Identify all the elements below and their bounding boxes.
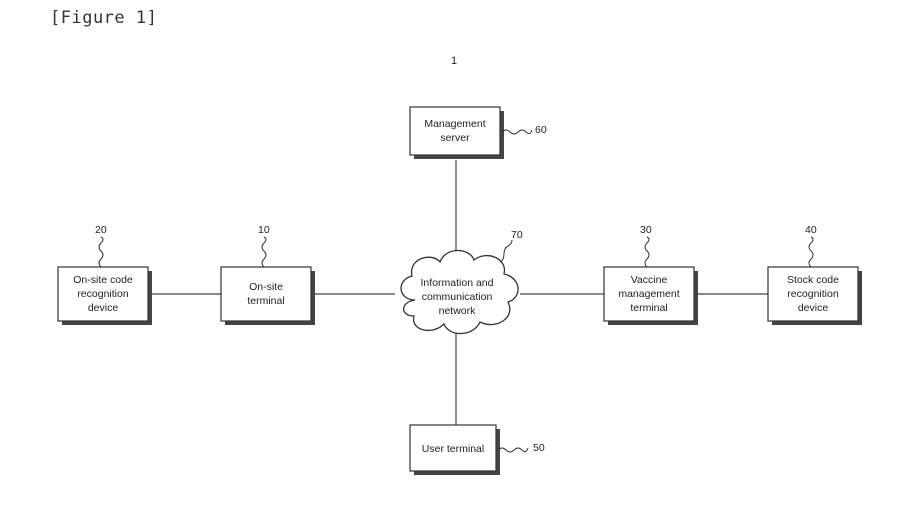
node-stock-code-recognition-device: Stock code recognition device	[768, 267, 862, 325]
ref-20: 20	[95, 224, 107, 236]
node-ost-line-2: terminal	[247, 295, 284, 307]
node-on-site-code-recognition-device: On-site code recognition device	[58, 267, 152, 325]
node-network-line-3: network	[439, 305, 477, 317]
node-ocrd-line-3: device	[88, 302, 119, 314]
node-on-site-terminal: On-site terminal	[221, 267, 315, 325]
node-ocrd-line-2: recognition	[77, 288, 129, 300]
ref-70: 70	[511, 229, 523, 241]
leader-40	[809, 237, 813, 267]
node-vmt-line-3: terminal	[630, 302, 667, 314]
node-ocrd-line-1: On-site code	[73, 274, 133, 286]
node-network-line-2: communication	[422, 291, 493, 303]
node-scrd-line-3: device	[798, 302, 829, 314]
node-scrd-line-2: recognition	[787, 288, 839, 300]
node-vaccine-management-terminal: Vaccine management terminal	[604, 267, 698, 325]
leader-60	[502, 130, 532, 134]
node-vmt-line-1: Vaccine	[631, 274, 668, 286]
node-vmt-line-2: management	[618, 288, 679, 300]
leader-30	[645, 237, 649, 267]
node-network-line-1: Information and	[421, 277, 494, 289]
node-ost-line-1: On-site	[249, 281, 283, 293]
node-management-server: Management server	[410, 107, 504, 159]
leader-10	[262, 237, 266, 267]
ref-40: 40	[805, 224, 817, 236]
node-user-terminal-line-1: User terminal	[422, 443, 484, 455]
node-management-server-line-2: server	[440, 132, 470, 144]
leader-50	[498, 448, 528, 452]
ref-30: 30	[640, 224, 652, 236]
ref-50: 50	[533, 442, 545, 454]
node-user-terminal: User terminal	[410, 425, 500, 475]
node-information-and-communication-network: Information and communication network	[401, 251, 518, 334]
leader-20	[99, 237, 103, 267]
ref-10: 10	[258, 224, 270, 236]
node-scrd-line-1: Stock code	[787, 274, 839, 286]
ref-60: 60	[535, 124, 547, 136]
node-management-server-line-1: Management	[424, 118, 485, 130]
leader-70	[500, 240, 512, 262]
